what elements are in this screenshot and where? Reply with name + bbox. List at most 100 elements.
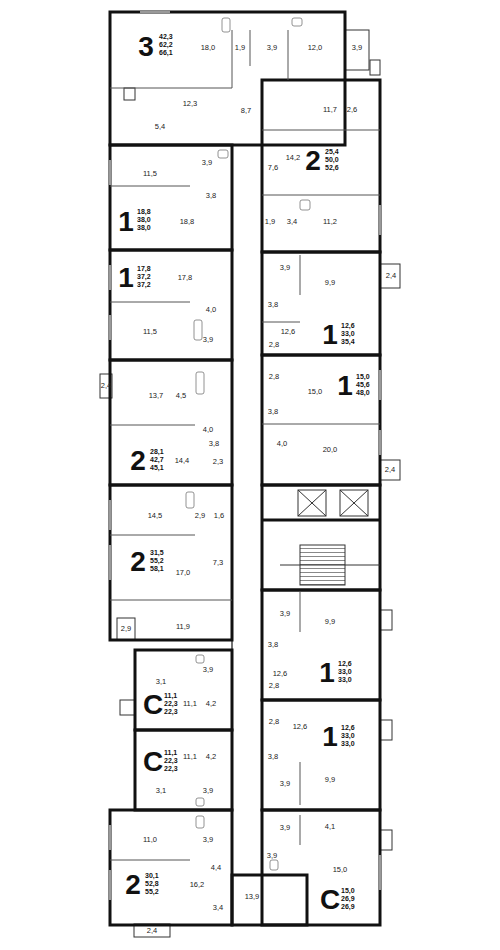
room-area: 11,1 <box>183 753 197 761</box>
room-area: 13,7 <box>149 392 164 400</box>
room-area: 11,7 <box>323 106 337 114</box>
room-area: 2,4 <box>386 272 396 280</box>
room-area: 17,0 <box>176 569 191 577</box>
area-figures: 11,1 22,3 22,3 <box>164 749 178 773</box>
room-area: 4,0 <box>277 440 287 448</box>
room-area: 3,9 <box>267 44 277 52</box>
room-count: 1 <box>118 208 134 236</box>
room-area: 3,9 <box>280 780 290 788</box>
room-area: 7,3 <box>213 559 223 567</box>
room-area: 8,7 <box>241 107 251 115</box>
area-figures: 12,6 33,0 33,0 <box>341 724 355 748</box>
room-area: 3,1 <box>156 678 166 686</box>
room-area: 4,1 <box>325 823 335 831</box>
room-area: 3,4 <box>287 218 297 226</box>
room-area: 14,5 <box>148 512 163 520</box>
area-figures: 15,0 26,9 26,9 <box>341 887 355 911</box>
room-area: 13,9 <box>245 893 260 901</box>
area-figures: 12,6 33,0 33,0 <box>338 660 352 684</box>
room-area: 9,9 <box>325 618 335 626</box>
area-figures: 12,6 33,0 35,4 <box>341 322 355 346</box>
room-area: 3,9 <box>280 824 290 832</box>
room-area: 14,2 <box>286 154 301 162</box>
apartment: С11,1 22,3 22,3 <box>135 650 232 730</box>
room-area: 3,9 <box>267 852 277 860</box>
room-count: 1 <box>118 264 134 292</box>
room-area: 3,8 <box>268 301 278 309</box>
area-figures: 25,4 50,0 52,6 <box>325 148 339 172</box>
room-count: 1 <box>322 321 338 349</box>
room-area: 2,3 <box>213 458 223 466</box>
room-area: 17,8 <box>178 274 193 282</box>
room-area: 5,4 <box>155 123 165 131</box>
apartment: 225,4 50,0 52,6 <box>262 80 380 252</box>
room-count: С <box>143 748 163 776</box>
room-area: 3,9 <box>203 787 213 795</box>
room-area: 1,6 <box>214 512 224 520</box>
room-area: 11,1 <box>183 700 197 708</box>
room-area: 18,0 <box>201 44 216 52</box>
room-count: 1 <box>337 372 353 400</box>
room-area: 9,9 <box>325 776 335 784</box>
room-area: 15,0 <box>333 866 348 874</box>
room-area: 3,9 <box>203 836 213 844</box>
room-count: С <box>143 691 163 719</box>
room-area: 3,8 <box>268 753 278 761</box>
room-area: 2,9 <box>121 625 131 633</box>
room-area: 12,6 <box>281 328 296 336</box>
room-area: 3,1 <box>156 787 166 795</box>
area-figures: 15,0 45,6 48,0 <box>356 373 370 397</box>
area-figures: 42,3 62,2 66,1 <box>159 33 173 57</box>
room-area: 2,8 <box>269 373 279 381</box>
room-area: 15,0 <box>308 388 323 396</box>
room-area: 3,8 <box>209 440 219 448</box>
room-area: 2,9 <box>195 512 205 520</box>
room-area: 11,5 <box>143 328 157 336</box>
room-area: 3,9 <box>203 666 213 674</box>
room-area: 3,8 <box>268 641 278 649</box>
room-area: 2,4 <box>385 466 395 474</box>
area-figures: 30,1 52,8 55,2 <box>145 872 159 896</box>
apartment: 112,6 33,0 33,0 <box>262 700 380 810</box>
room-area: 1,9 <box>265 218 275 226</box>
room-area: 12,0 <box>308 44 323 52</box>
room-area: 14,4 <box>175 457 190 465</box>
area-figures: 28,1 42,7 45,1 <box>150 448 164 472</box>
room-area: 2,6 <box>347 106 357 114</box>
room-area: 2,8 <box>269 341 279 349</box>
room-area: 11,0 <box>143 836 157 844</box>
apartment: С15,0 26,9 26,9 <box>262 810 380 925</box>
apartment: 3 42,3 62,2 66,1 <box>110 12 345 145</box>
room-area: 3,9 <box>280 610 290 618</box>
area-figures: 11,1 22,3 22,3 <box>164 692 178 716</box>
area-figures: 31,5 55,2 58,1 <box>150 549 164 573</box>
room-count: 1 <box>322 723 338 751</box>
apartment: С11,1 22,3 22,3 <box>135 730 232 810</box>
room-count: 1 <box>319 659 335 687</box>
room-area: 4,5 <box>176 392 186 400</box>
room-area: 12,3 <box>183 100 198 108</box>
room-area: 2,4 <box>101 382 111 390</box>
room-count: 2 <box>130 447 146 475</box>
room-area: 4,2 <box>206 753 216 761</box>
room-count: С <box>320 886 340 914</box>
room-area: 11,2 <box>323 218 337 226</box>
apartment: 112,6 33,0 33,0 <box>262 590 380 700</box>
room-area: 3,8 <box>268 408 278 416</box>
room-area: 3,9 <box>203 336 213 344</box>
room-area: 11,9 <box>176 623 190 631</box>
room-area: 12,6 <box>273 670 288 678</box>
room-count: 3 <box>138 33 154 61</box>
room-area: 2,8 <box>269 718 279 726</box>
room-area: 4,4 <box>211 864 221 872</box>
room-area: 3,8 <box>206 192 216 200</box>
area-figures: 17,8 37,2 37,2 <box>137 265 151 289</box>
room-area: 4,0 <box>203 426 213 434</box>
area-figures: 18,8 38,0 38,0 <box>137 208 151 232</box>
room-area: 3,4 <box>213 904 223 912</box>
room-area: 7,6 <box>268 164 278 172</box>
room-area: 12,6 <box>293 723 308 731</box>
room-area: 20,0 <box>323 446 338 454</box>
